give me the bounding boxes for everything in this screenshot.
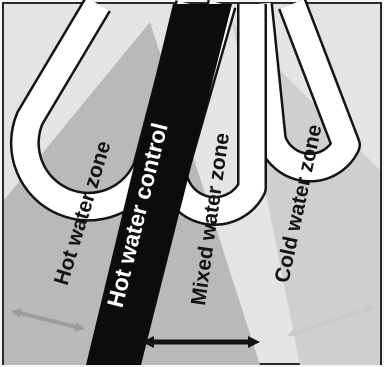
shower-zone-diagram: Hot water zone Hot water control Mixed w…: [0, 0, 384, 367]
